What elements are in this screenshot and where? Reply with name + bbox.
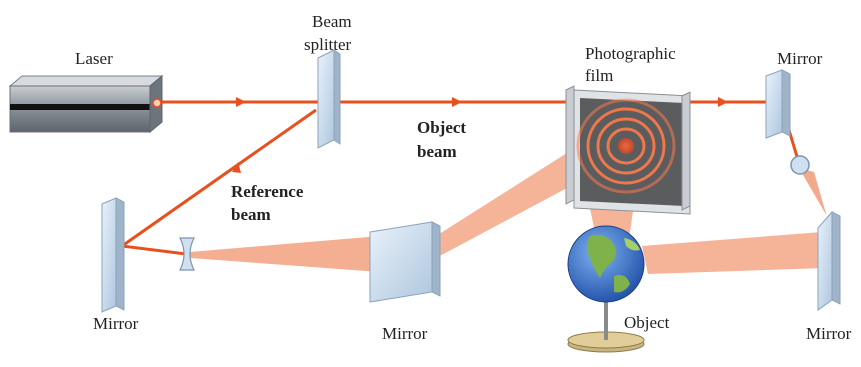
reference-beam-label-line1: Reference bbox=[231, 182, 304, 201]
object-beam-label-line1: Object bbox=[417, 118, 467, 137]
mirror-bottom-right-icon bbox=[817, 210, 841, 311]
mirror-left-label: Mirror bbox=[93, 314, 139, 333]
reference-arrow bbox=[232, 162, 241, 173]
beam-splitter-label-line1: Beam bbox=[312, 12, 352, 31]
object-label: Object bbox=[624, 313, 670, 332]
mirror-center-icon bbox=[369, 221, 441, 303]
diverging-lens-icon bbox=[179, 237, 195, 271]
mirror-top-right-icon bbox=[765, 69, 791, 139]
film-label-line2: film bbox=[585, 66, 614, 85]
reference-beam-path bbox=[121, 108, 317, 256]
interference-pattern bbox=[576, 98, 676, 194]
globe-icon bbox=[567, 225, 645, 353]
mirror-left-icon bbox=[101, 197, 125, 313]
beam-direction-arrows bbox=[236, 97, 728, 107]
laser-device-icon bbox=[8, 74, 164, 134]
photographic-film bbox=[565, 85, 691, 215]
mirror-top-right-label: Mirror bbox=[777, 49, 823, 68]
mirror-center-label: Mirror bbox=[382, 324, 428, 343]
reference-beam-label-line2: beam bbox=[231, 205, 271, 224]
beam-splitter-label-line2: splitter bbox=[304, 35, 352, 54]
laser-label: Laser bbox=[75, 49, 113, 68]
object-beam-label-line2: beam bbox=[417, 142, 457, 161]
mirror-bottom-right-label: Mirror bbox=[806, 324, 852, 343]
diverging-lens-right-icon bbox=[790, 155, 810, 175]
film-label-line1: Photographic bbox=[585, 44, 676, 63]
beam-splitter-icon bbox=[317, 49, 341, 149]
